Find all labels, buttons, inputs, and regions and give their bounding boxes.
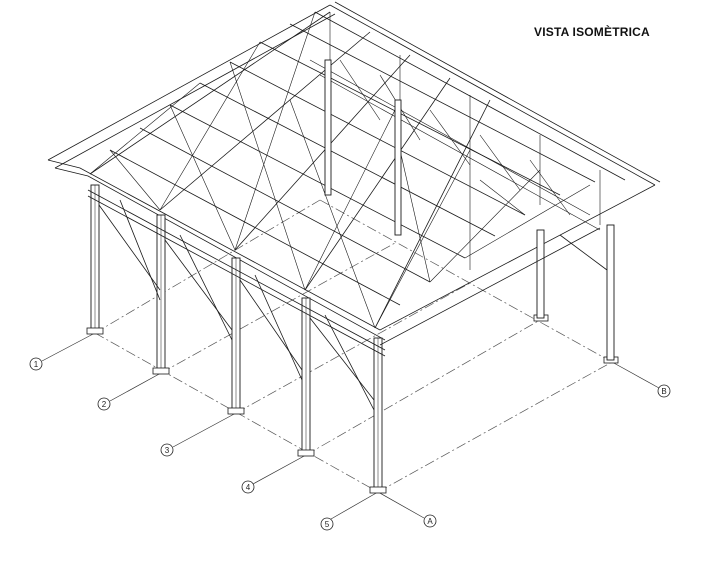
grid-label-a: A	[427, 517, 433, 526]
view-title: VISTA ISOMÈTRICA	[534, 25, 650, 39]
back-eave	[379, 184, 656, 331]
roof-bracing	[89, 11, 591, 329]
grid-label-b: B	[661, 387, 666, 396]
ridge-line	[329, 4, 656, 186]
column-mid-2	[394, 99, 402, 236]
grid-bubble-b	[657, 384, 671, 398]
grid-bubble-5	[320, 517, 334, 531]
rafters-front	[89, 11, 491, 329]
front-eave-lower	[54, 167, 386, 341]
column-5-b	[606, 224, 615, 361]
grid-bubble-3	[160, 443, 174, 457]
grid-bubble-1	[29, 357, 43, 371]
columns-back	[324, 59, 615, 361]
grid-bubbles	[29, 357, 671, 531]
columns-front	[90, 184, 383, 493]
grid-bubble-a	[423, 514, 437, 528]
grid-label-4: 4	[246, 483, 251, 492]
purlins	[109, 11, 626, 306]
grid-leaders	[41, 332, 660, 520]
grid-bubble-2	[97, 397, 111, 411]
grid-label-5: 5	[325, 520, 330, 529]
roof-structure	[47, 1, 661, 341]
grid-label-1: 1	[34, 360, 39, 369]
grid-bubble-4	[241, 480, 255, 494]
column-4-b	[536, 229, 545, 319]
column-mid-1	[324, 59, 332, 196]
knee-braces	[98, 199, 608, 411]
column-inner-lines	[94, 185, 379, 492]
front-eave	[47, 159, 381, 331]
grid-label-2: 2	[102, 400, 107, 409]
grid-label-3: 3	[165, 446, 170, 455]
back-trusses	[309, 12, 601, 270]
base-plates	[86, 314, 619, 494]
eave-beam	[87, 189, 601, 357]
